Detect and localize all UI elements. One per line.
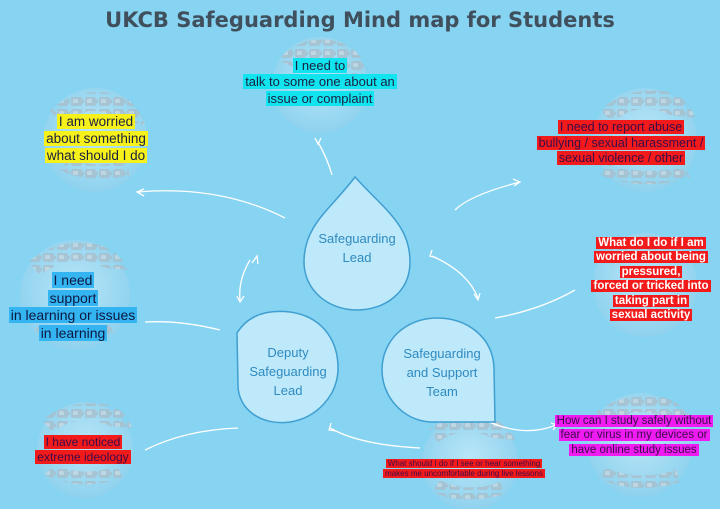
arrowhead-lead-team-b — [473, 292, 481, 302]
team-label-line3: Team — [426, 383, 458, 399]
arrow-to-pressured — [494, 289, 576, 319]
arrowhead-report — [512, 178, 522, 187]
arrow-to-talk — [317, 141, 333, 176]
arrow-to-uncomfortable — [329, 427, 421, 449]
topic-worried: I am worried about something what should… — [28, 114, 164, 165]
topic-online-line3: have online study issues — [569, 443, 699, 456]
arrowhead-uncomfortable — [328, 422, 337, 432]
safeguarding-lead-node — [303, 175, 411, 311]
arrow-to-support — [144, 321, 221, 331]
lead-label-line2: Lead — [342, 249, 372, 265]
deputy-label: Deputy Safeguarding Lead — [238, 344, 338, 401]
topic-talk: I need to talk to some one about an issu… — [225, 58, 415, 107]
topic-extreme-line2: extreme ideology — [35, 450, 131, 464]
deputy-label-line3: Lead — [273, 382, 303, 398]
arrowhead-worried — [135, 188, 145, 197]
topic-worried-line1: I am worried — [56, 114, 136, 129]
topic-report-line3: sexual violence / other — [556, 151, 686, 166]
topic-worried-line2: about something — [44, 130, 148, 146]
connector-arrows — [135, 137, 576, 451]
topic-online: How can I study safely without fear or v… — [548, 414, 720, 457]
team-label-line2: and Support — [406, 364, 478, 380]
topic-pressured-line6: sexual activity — [609, 308, 693, 321]
topic-uncomfortable: What should I do if I see or hear someth… — [368, 459, 560, 479]
arrow-lead-deputy — [239, 259, 251, 301]
deputy-safeguarding-lead-node — [236, 310, 339, 424]
arrow-to-worried — [137, 190, 286, 219]
topic-uncomfortable-line2: makes me uncomfortable during live lesso… — [383, 469, 545, 478]
topic-support-line1: I need — [51, 272, 95, 288]
topic-extreme-line1: I have noticed — [43, 435, 123, 449]
lead-label: Safeguarding Lead — [304, 230, 410, 268]
topic-worried-line3: what should I do — [44, 147, 148, 163]
topic-report-line1: I need to report abuse — [557, 120, 685, 134]
deputy-label-line2: Safeguarding — [249, 363, 327, 379]
topic-support: I need support in learning or issues in … — [0, 272, 146, 342]
topic-extreme: I have noticed extreme ideology — [28, 435, 138, 465]
page-title: UKCB Safeguarding Mind map for Students — [105, 8, 615, 32]
topic-pressured-line3: pressured, — [619, 265, 683, 278]
team-label-line1: Safeguarding — [403, 346, 481, 361]
arrowhead-talk — [314, 137, 322, 146]
deputy-label-line1: Deputy — [267, 345, 309, 360]
topic-pressured: What do I do if I am worried about being… — [582, 236, 720, 322]
topic-support-line4: in learning — [38, 324, 108, 341]
topic-online-line1: How can I study safely without — [554, 415, 714, 427]
arrowhead-lead-deputy-b — [236, 295, 245, 304]
topic-talk-line2: talk to some one about an — [243, 74, 397, 90]
topic-uncomfortable-line1: What should I do if I see or hear someth… — [385, 459, 543, 468]
topic-pressured-line1: What do I do if I am — [596, 237, 706, 249]
arrowhead-lead-team-a — [429, 249, 438, 259]
arrowhead-lead-deputy-a — [251, 254, 259, 265]
arrow-to-report — [454, 181, 521, 211]
safeguarding-support-team-node — [381, 317, 496, 423]
topic-talk-line1: I need to — [292, 58, 348, 73]
topic-report-line2: bullying / sexual harassment / — [536, 135, 706, 150]
lead-label-line1: Safeguarding — [318, 231, 396, 246]
arrow-lead-team — [431, 255, 479, 299]
topic-support-line2: support — [47, 289, 99, 306]
topic-pressured-line2: worried about being — [594, 251, 708, 264]
topic-talk-line3: issue or complaint — [265, 90, 375, 106]
arrow-to-extreme — [144, 427, 239, 451]
team-label: Safeguarding and Support Team — [386, 345, 498, 402]
topic-pressured-line5: taking part in — [612, 294, 690, 307]
topic-pressured-line4: forced or tricked into — [591, 280, 711, 293]
topic-online-line2: fear or virus in my devices or — [558, 429, 710, 442]
topic-support-line3: in learning or issues — [8, 307, 138, 323]
topic-report: I need to report abuse bullying / sexual… — [522, 120, 720, 167]
